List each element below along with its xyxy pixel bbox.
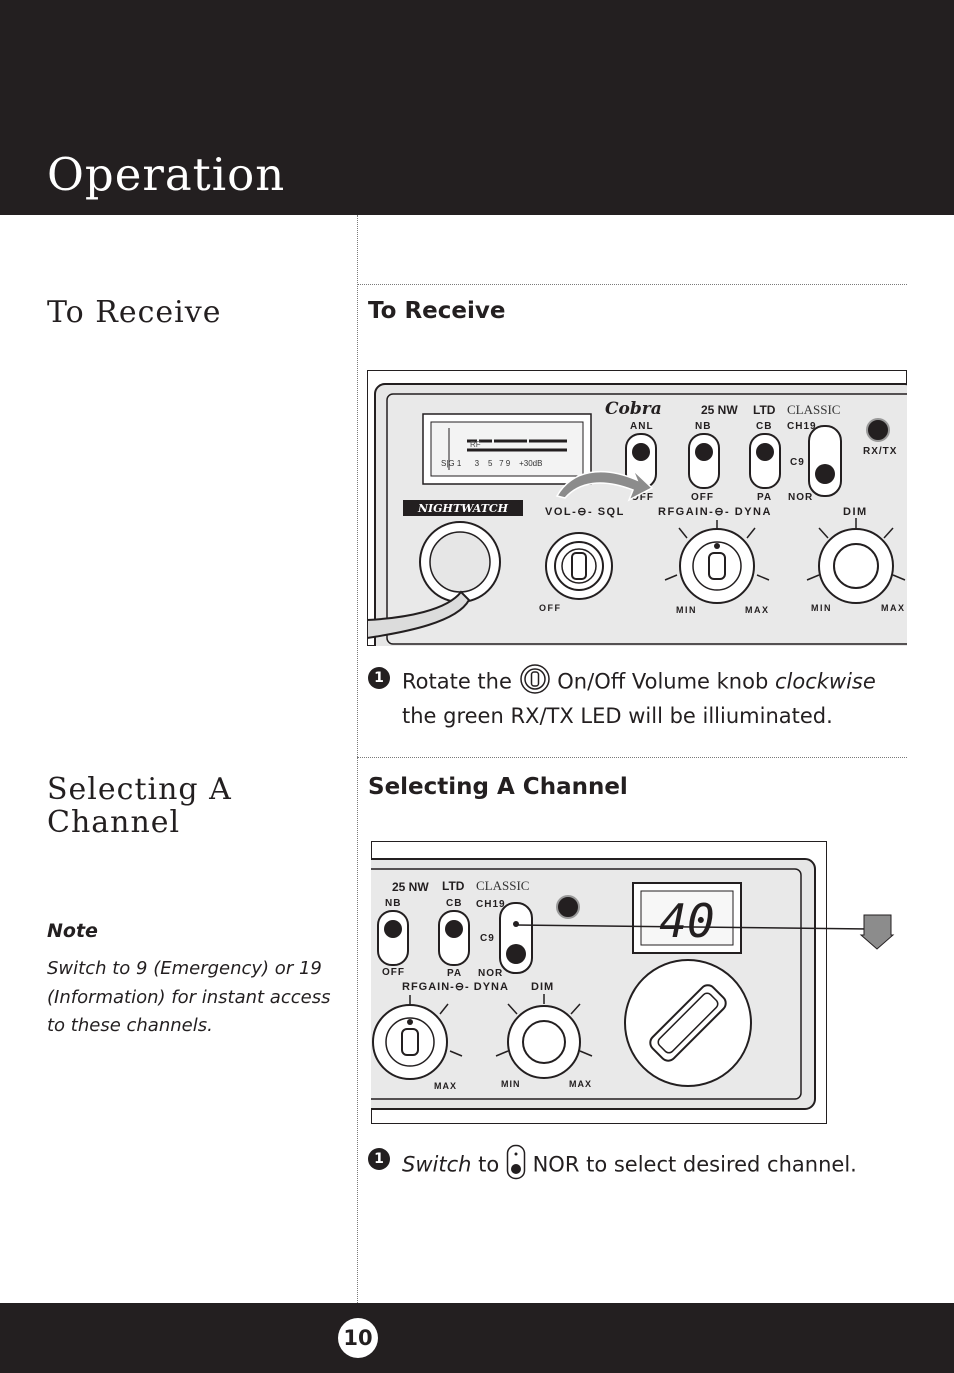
svg-text:NB: NB	[385, 898, 401, 909]
note-title: Note	[47, 920, 98, 942]
section-divider-channel	[357, 757, 907, 758]
microphone-jack	[367, 521, 501, 640]
note-text: Switch to 9 (Emergency) or 19 (Informati…	[47, 958, 331, 1036]
svg-text:OFF: OFF	[691, 492, 714, 503]
svg-text:PA: PA	[447, 968, 462, 979]
down-arrow-icon	[859, 914, 895, 950]
svg-text:25 NW: 25 NW	[392, 880, 429, 894]
svg-text:NOR: NOR	[478, 968, 503, 979]
svg-text:RF: RF	[470, 440, 481, 449]
dim-knob	[495, 994, 593, 1079]
page-footer	[0, 1303, 954, 1373]
channel-toggle-switches	[377, 902, 533, 974]
dim-knob	[806, 518, 906, 604]
rfgain-knob	[372, 995, 463, 1080]
svg-text:MAX: MAX	[434, 1081, 457, 1091]
page-number: 10	[338, 1318, 378, 1358]
section-title-channel: Selecting A Channel	[368, 774, 628, 800]
svg-text:DIM: DIM	[531, 981, 554, 993]
svg-text:CH19: CH19	[476, 899, 506, 910]
svg-text:NOR: NOR	[788, 492, 813, 503]
svg-text:C9: C9	[790, 457, 805, 468]
svg-text:CLASSIC: CLASSIC	[476, 878, 529, 893]
svg-text:CH19: CH19	[787, 421, 817, 432]
signal-meter: RF S|G 1 3 5 7 9 +30dB	[422, 413, 592, 485]
svg-text:25 NW: 25 NW	[701, 403, 738, 417]
receive-step: 1 Rotate the On/Off Volume knob clockwis…	[368, 663, 898, 730]
svg-text:VOL-⊖- SQL: VOL-⊖- SQL	[545, 506, 625, 518]
svg-text:RFGAIN-⊖- DYNA: RFGAIN-⊖- DYNA	[658, 506, 772, 518]
svg-text:MAX: MAX	[745, 605, 770, 615]
svg-text:C9: C9	[480, 933, 495, 944]
svg-text:CB: CB	[756, 421, 772, 432]
page-header	[0, 0, 954, 215]
toggle-switches	[625, 425, 842, 497]
svg-text:OFF: OFF	[539, 603, 562, 613]
rxtx-led	[866, 418, 890, 442]
svg-text:MAX: MAX	[569, 1079, 592, 1089]
svg-text:RX/TX: RX/TX	[863, 446, 897, 457]
rfgain-knob	[664, 520, 770, 604]
radio-front-panel-figure: RF S|G 1 3 5 7 9 +30dB Cobra 25 NW LTD C…	[367, 370, 907, 646]
channel-selector-knob	[624, 959, 752, 1087]
svg-text:NB: NB	[695, 421, 711, 432]
svg-text:CLASSIC: CLASSIC	[787, 402, 840, 417]
svg-text:OFF: OFF	[631, 492, 654, 503]
page-title: Operation	[47, 148, 286, 201]
section-divider-receive	[357, 284, 907, 285]
channel-panel-figure: 25 NW LTD CLASSIC NB OFF CB PA CH19 C9 N…	[371, 841, 895, 1124]
side-title-channel: Selecting A Channel	[47, 772, 232, 840]
svg-text:MIN: MIN	[811, 603, 832, 613]
svg-text:40: 40	[659, 894, 714, 948]
svg-text:MIN: MIN	[676, 605, 697, 615]
svg-text:LTD: LTD	[753, 403, 776, 417]
curved-arrow-icon	[555, 469, 654, 502]
brand-logo: Cobra	[605, 399, 662, 419]
svg-text:DIM: DIM	[843, 506, 868, 518]
svg-text:RFGAIN-⊖- DYNA: RFGAIN-⊖- DYNA	[402, 981, 509, 993]
svg-text:NIGHTWATCH: NIGHTWATCH	[417, 502, 509, 515]
toggle-switch-icon	[506, 1144, 526, 1187]
step-number-badge: 1	[368, 1148, 390, 1170]
volume-knob	[545, 532, 613, 600]
side-title-receive: To Receive	[47, 295, 222, 330]
channel-step: 1 Switch to NOR to select desired channe…	[368, 1144, 898, 1187]
svg-text:CB: CB	[446, 898, 462, 909]
section-title-receive: To Receive	[368, 298, 506, 324]
step-number-badge: 1	[368, 667, 390, 689]
channel-display: 40	[632, 882, 742, 954]
svg-text:ANL: ANL	[630, 421, 654, 432]
svg-text:MIN: MIN	[501, 1079, 521, 1089]
column-divider	[357, 215, 358, 1303]
volume-knob-icon	[519, 663, 551, 702]
svg-text:MAX: MAX	[881, 603, 906, 613]
svg-text:LTD: LTD	[442, 879, 465, 893]
svg-text:S|G 1 3 5 7 9 +30: S|G 1 3 5 7 9 +30dB	[441, 459, 542, 468]
rxtx-led	[556, 895, 580, 919]
nightwatch-logo	[403, 500, 523, 516]
svg-text:OFF: OFF	[382, 967, 405, 978]
svg-text:PA: PA	[757, 492, 772, 503]
